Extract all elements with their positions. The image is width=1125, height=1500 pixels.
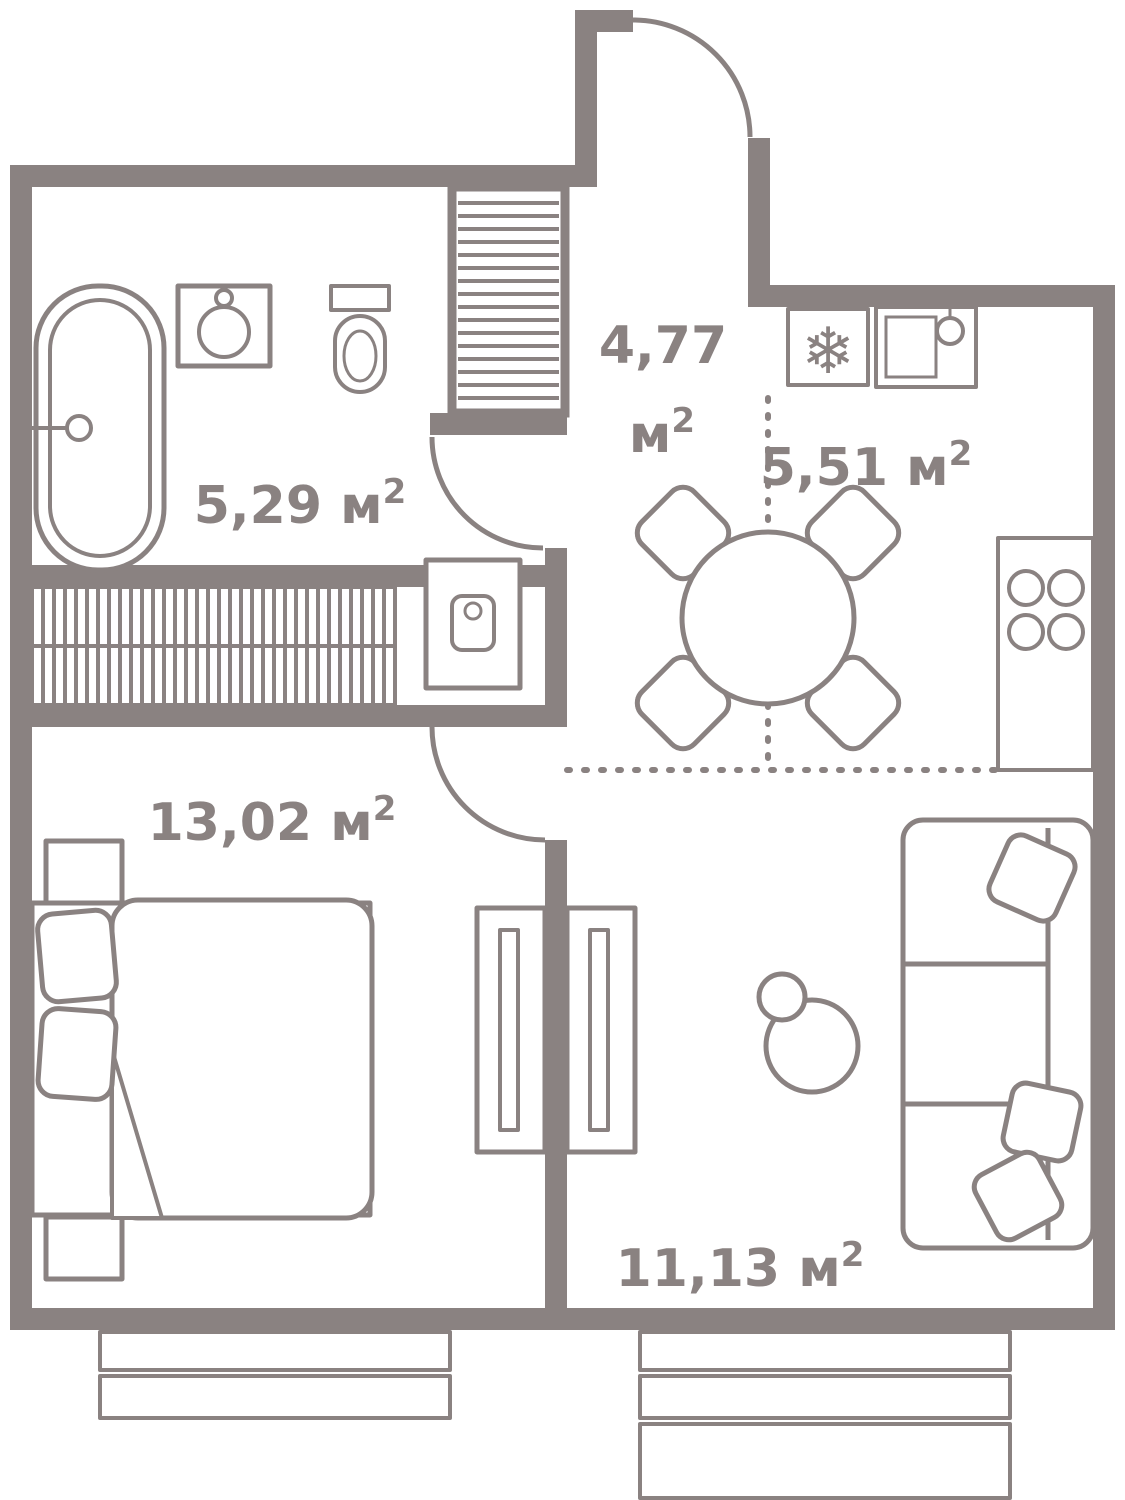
wall-vestibule-right	[748, 138, 770, 307]
living-furniture	[756, 817, 1096, 1251]
wall-hall-mid	[545, 548, 567, 727]
living-area-label: 11,13 м2	[616, 1235, 865, 1299]
bedroom-furniture	[29, 838, 375, 1282]
sofa-pillow-icon	[1000, 1080, 1084, 1164]
kitchen-area-label: 5,51 м2	[760, 434, 973, 498]
stove-hob-icon	[1007, 569, 1085, 651]
hallway-area-label: 4,77	[599, 316, 727, 376]
nightstand-icon	[43, 1214, 125, 1282]
wall-bathroom-bottom-right	[518, 565, 567, 587]
wall-left	[10, 165, 32, 1330]
fridge-icon: ❄	[786, 307, 870, 389]
walls	[10, 10, 1115, 1330]
wardrobe	[30, 585, 397, 707]
duct-shaft-box	[447, 182, 570, 418]
water-heater-icon	[423, 557, 523, 691]
balcony-rail-left	[98, 1374, 452, 1420]
entrance-door-arc-icon	[632, 17, 753, 138]
bathtub-icon	[32, 283, 167, 573]
sofa-pillow-icon	[971, 1149, 1065, 1243]
sofa-icon	[900, 817, 1096, 1251]
duct-shaft	[447, 182, 570, 418]
balcony-rail-right	[638, 1374, 1012, 1420]
bathroom-door-arc-icon	[429, 436, 544, 551]
wall-right	[1093, 285, 1115, 1330]
sofa-pillow-icon	[986, 832, 1078, 924]
wall-hall-lower	[545, 840, 567, 1330]
bedroom-door-arc-icon	[429, 726, 546, 843]
room-labels: 5,29 м2 4,77 м2 5,51 м2 13,02 м2 11,13 м…	[148, 316, 973, 1299]
kitchen-counter	[996, 536, 1095, 772]
bathroom-area-label: 5,29 м2	[194, 472, 407, 536]
wardrobe-hatch	[32, 589, 395, 703]
snowflake-icon: ❄	[801, 315, 855, 389]
balcony-rail-right	[638, 1422, 1012, 1500]
wall-top-right	[748, 285, 1115, 307]
balcony-rail-left	[98, 1330, 452, 1372]
dining-table-icon	[679, 529, 857, 707]
wall-door-header	[430, 413, 567, 435]
vase-icon	[756, 971, 808, 1023]
bed-icon	[29, 897, 375, 1221]
partition-panels	[474, 905, 638, 1155]
balcony-rails	[98, 1330, 1012, 1500]
kitchen-fixtures: ❄	[786, 305, 1095, 772]
partition-panel-left-inner	[498, 928, 520, 1132]
bathroom-sink-icon	[175, 283, 273, 369]
toilet-icon	[329, 284, 391, 394]
bed-pillow-icon	[35, 907, 119, 1005]
wall-bedroom-top	[32, 705, 567, 727]
wall-vestibule-left	[575, 10, 597, 187]
bathroom-fixtures	[32, 283, 523, 691]
doors	[429, 17, 753, 843]
wall-vestibule-top	[575, 10, 633, 32]
kitchen-sink-icon	[874, 305, 978, 389]
dining-set	[634, 484, 902, 752]
balcony-rail-right	[638, 1330, 1012, 1372]
partition-panel-right-inner	[588, 928, 610, 1132]
wall-bathroom-bottom-left	[32, 565, 430, 587]
coffee-table-icon	[763, 997, 861, 1095]
wall-top-left	[10, 165, 575, 187]
bed-pillow-icon	[35, 1006, 119, 1102]
nightstand-icon	[43, 838, 125, 906]
duct-shaft-hatch	[458, 201, 559, 400]
hallway-area-unit: м2	[629, 401, 695, 465]
bedroom-area-label: 13,02 м2	[148, 789, 397, 853]
